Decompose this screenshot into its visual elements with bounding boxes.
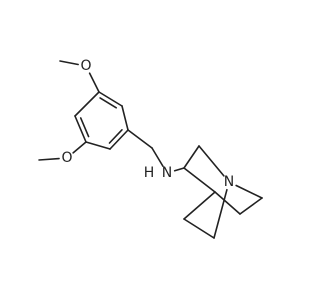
bond-c5-c6: [74, 115, 87, 143]
bond-inner-c3-c4: [108, 129, 123, 144]
amine-nh-hydrogen-label: H: [144, 165, 155, 181]
bond-o_top-c1: [88, 72, 100, 93]
oxygen-top-label: O: [80, 58, 91, 74]
bond-c5-o_left: [72, 141, 87, 154]
bond-ch2-n_amine: [151, 147, 164, 167]
bond-c1-c2: [98, 91, 123, 107]
bond-c3-c4: [109, 129, 129, 150]
bond-q6-n_q: [213, 188, 228, 239]
bond-c4-c5: [85, 141, 111, 150]
bond-inner-c5-c6: [79, 117, 90, 138]
bond-q7-q8: [239, 197, 263, 215]
oxygen-left-label: O: [61, 150, 72, 166]
quinuclidine-nitrogen-label: N: [224, 174, 234, 190]
bond-inner-c1-c2: [99, 97, 118, 109]
bond-q2-n_q: [198, 145, 225, 177]
bond-c2-c3: [121, 105, 129, 131]
bond-n_amine-q3: [173, 167, 185, 172]
bond-q3-q2: [183, 145, 200, 169]
bond-q8-n_q: [235, 184, 263, 199]
bond-q3-q4: [183, 167, 216, 193]
bond-q4-q7: [214, 191, 241, 215]
bond-layer: [38, 60, 263, 239]
bond-q4-q5: [183, 191, 216, 220]
bond-o_left-me_left: [38, 157, 60, 161]
bond-me_top-o_top: [59, 60, 79, 66]
bond-q5-q6: [183, 218, 215, 239]
bond-c6-c1: [74, 91, 100, 117]
amine-nitrogen-label: N: [162, 165, 172, 181]
bond-c3-ch2: [127, 129, 153, 149]
